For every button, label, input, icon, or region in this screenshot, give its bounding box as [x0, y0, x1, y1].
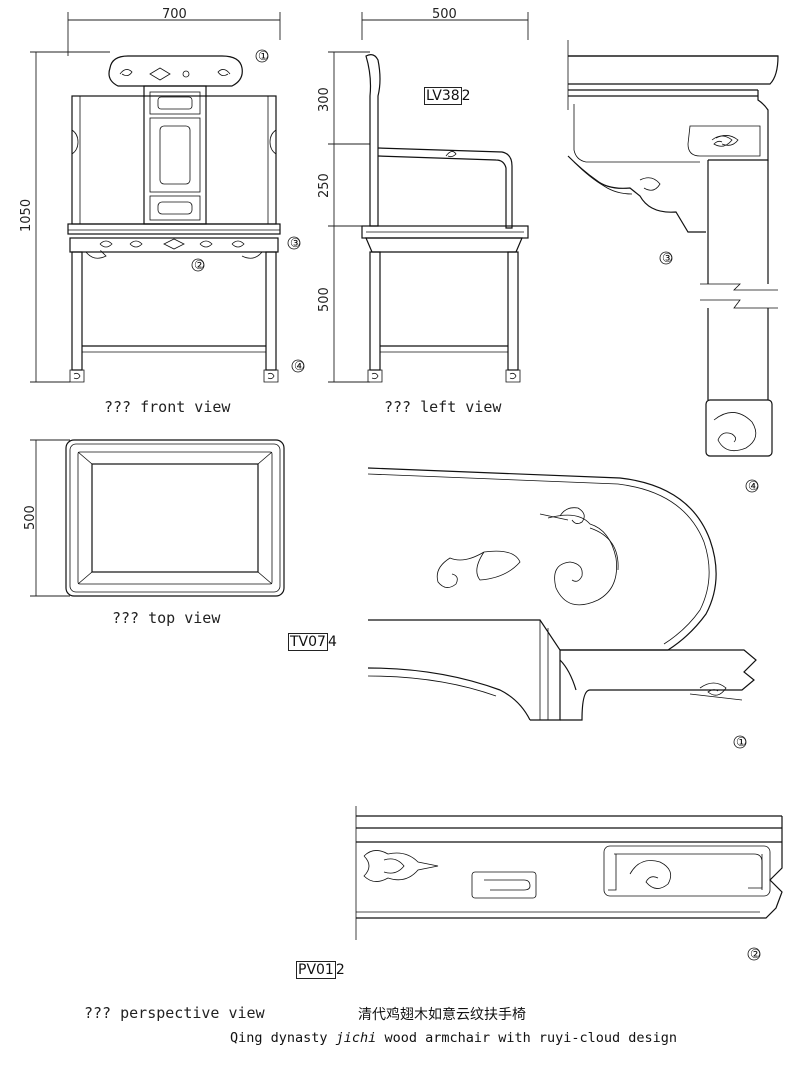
detail-apron: ② — [355, 806, 783, 961]
tag-tv-code: TV07 — [288, 633, 328, 651]
left-view: 500 300 250 500 — [317, 7, 529, 383]
front-width-dim: 700 — [162, 7, 187, 22]
tag-lv-suffix: 2 — [461, 88, 471, 104]
side-width-dim: 500 — [432, 7, 457, 22]
top-depth-dim: 500 — [23, 505, 38, 530]
perspective-view-label: ??? perspective view — [84, 1004, 266, 1022]
back-height-dim: 300 — [317, 87, 332, 112]
detail-marker-1: ① — [736, 735, 747, 749]
arm-height-dim: 250 — [317, 173, 332, 198]
detail-marker-2: ② — [750, 947, 761, 961]
top-view-label: ??? top view — [112, 609, 221, 627]
total-height-dim: 1050 — [19, 199, 34, 232]
caption-english-italic: jichi — [335, 1030, 377, 1046]
tag-pv-suffix: 2 — [335, 962, 345, 978]
detail-marker-4: ④ — [748, 479, 759, 493]
tag-pv-code: PV01 — [296, 961, 336, 979]
caption-english: Qing dynasty jichi wood armchair with ru… — [230, 1030, 677, 1046]
detail-crest-scroll: ① — [367, 467, 757, 749]
tag-tv-suffix: 4 — [327, 634, 337, 650]
tag-lv-code: LV38 — [424, 87, 462, 105]
marker-2: ② — [194, 258, 205, 272]
top-view: 500 — [23, 439, 285, 597]
front-view-label: ??? front view — [104, 398, 231, 416]
caption-english-post: wood armchair with ruyi-cloud design — [376, 1030, 678, 1046]
front-view: 700 1050 — [19, 7, 281, 383]
caption-chinese: 清代鸡翅木如意云纹扶手椅 — [358, 1007, 526, 1023]
detail-marker-3: ③ — [662, 251, 673, 265]
left-view-label: ??? left view — [384, 398, 502, 416]
seat-height-dim: 500 — [317, 287, 332, 312]
marker-4: ④ — [294, 359, 305, 373]
caption-english-pre: Qing dynasty — [230, 1030, 336, 1046]
marker-3: ③ — [290, 236, 301, 250]
marker-1: ① — [258, 49, 269, 63]
detail-leg-corner: ③ ④ — [567, 40, 779, 493]
front-view-markers: ① ② ③ ④ — [191, 49, 305, 373]
